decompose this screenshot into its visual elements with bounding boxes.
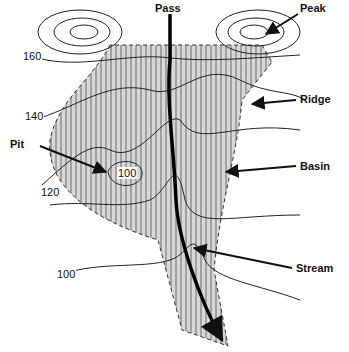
contour-value: 100	[117, 167, 137, 179]
callout-label: Ridge	[300, 93, 331, 105]
contour-value: 140	[24, 110, 44, 122]
callout-label: Pass	[155, 2, 181, 14]
callout-label: Stream	[296, 262, 333, 274]
callout-label: Peak	[300, 2, 326, 14]
contour-value: 160	[22, 50, 42, 62]
contour-value: 100	[56, 268, 76, 280]
contour-value: 120	[40, 186, 60, 198]
callout-label: Pit	[10, 138, 24, 150]
callout-label: Basin	[300, 160, 330, 172]
